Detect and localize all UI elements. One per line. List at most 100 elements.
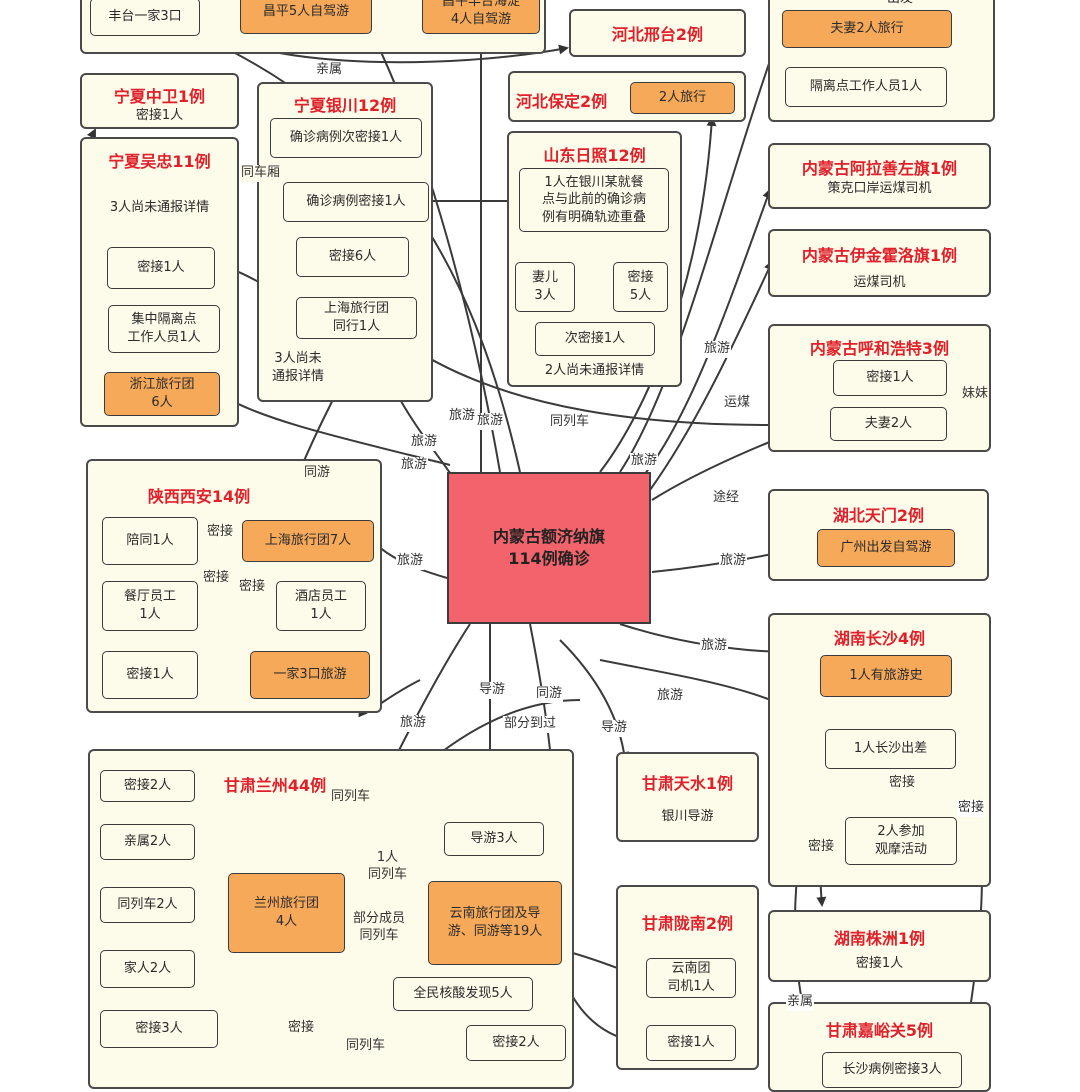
- label-lvyou-6: 旅游: [630, 453, 659, 470]
- title-gs-lanzhou: 甘肃兰州44例: [223, 776, 327, 795]
- node-quarantine-worker: 隔离点工作人员1人: [785, 67, 947, 107]
- node-tour-guide-3: 导游3人: [444, 822, 544, 856]
- node-changsha-contact-3: 长沙病例密接3人: [822, 1052, 962, 1088]
- node-fengtai-family: 丰台一家3口: [90, 0, 200, 36]
- label-lvyou-7: 旅游: [396, 553, 425, 570]
- node-miejie-6: 密接6人: [296, 237, 409, 277]
- text-wuzhong-pending: 3人尚未通报详情: [109, 200, 210, 215]
- label-xian-miejie-3: 密接: [238, 579, 267, 596]
- label-daoyou-1: 导游: [478, 682, 507, 699]
- group-nmg-yijinhuoluo: [768, 229, 991, 297]
- node-quarantine-staff: 集中隔离点 工作人员1人: [108, 305, 220, 353]
- label-bufen: 部分到过: [503, 716, 558, 733]
- label-lvyou-9: 旅游: [700, 638, 729, 655]
- title-nx-yinchuan: 宁夏银川12例: [293, 96, 397, 115]
- center-node-ejina: 内蒙古额济纳旗 114例确诊: [447, 472, 651, 624]
- label-yunmei: 运煤: [723, 395, 752, 412]
- node-huhe-couple: 夫妻2人: [830, 407, 947, 441]
- node-close-contact: 确诊病例密接1人: [283, 182, 429, 222]
- label-tonglieche-1: 同列车: [549, 414, 591, 431]
- node-hotel-staff: 酒店员工 1人: [276, 581, 366, 631]
- node-huhe-miejie: 密接1人: [833, 360, 947, 396]
- node-longnan-miejie: 密接1人: [646, 1025, 736, 1061]
- title-nx-zhongwei: 宁夏中卫1例: [113, 87, 206, 106]
- label-lvyou-2: 旅游: [476, 413, 505, 430]
- label-1-tonglieche: 1人 同列车: [367, 850, 409, 884]
- node-secondary-1: 次密接1人: [535, 322, 655, 356]
- node-zhejiang-tour: 浙江旅行团 6人: [104, 372, 220, 416]
- group-gs-tianshui: [616, 752, 759, 842]
- node-secondary-contact: 确诊病例次密接1人: [270, 118, 422, 158]
- node-lz-family: 家人2人: [100, 950, 195, 988]
- node-travel-history: 1人有旅游史: [820, 655, 952, 697]
- label-tujing: 途经: [712, 490, 741, 507]
- node-shanghai-tour-7: 上海旅行团7人: [242, 520, 374, 562]
- label-lz-tonglieche: 同列车: [345, 1038, 387, 1055]
- label-lvyou-5: 旅游: [703, 341, 732, 358]
- label-lz-miejie-a: 密接: [287, 1020, 316, 1037]
- label-tonglieche-2: 同列车: [330, 789, 372, 806]
- node-xian-miejie: 密接1人: [102, 651, 198, 699]
- group-hn-zhuzhou: [768, 910, 991, 982]
- title-nmg-yijinhuoluo: 内蒙古伊金霍洛旗1例: [801, 246, 958, 265]
- node-family-tour: 一家3口旅游: [250, 651, 370, 699]
- label-lvyou-1: 旅游: [448, 408, 477, 425]
- title-hebei-xingtai: 河北邢台2例: [611, 25, 704, 44]
- text-yinchuan-pending: 3人尚未 通报详情: [271, 351, 324, 385]
- node-changsha-business: 1人长沙出差: [825, 729, 956, 769]
- label-changsha-miejie-3: 密接: [957, 800, 986, 817]
- node-observe-activity: 2人参加 观摩活动: [845, 817, 957, 865]
- text-zhongwei-miejie: 密接1人: [135, 108, 184, 123]
- node-guangzhou-drive: 广州出发自驾游: [817, 529, 955, 567]
- label-tongchexiang: 同车厢: [240, 165, 282, 182]
- label-qinshu: 亲属: [315, 62, 344, 79]
- text-yinchuan-guide: 银川导游: [661, 809, 714, 824]
- group-hebei-xingtai: [569, 9, 746, 57]
- title-hebei-baoding: 河北保定2例: [516, 92, 608, 111]
- label-xian-miejie-2: 密接: [202, 570, 231, 587]
- node-companion: 陪同1人: [102, 517, 198, 565]
- node-wuzhong-miejie: 密接1人: [107, 247, 215, 289]
- edge-center-to-zhejiang: [220, 393, 451, 466]
- label-daoyou-2: 导游: [600, 720, 629, 737]
- label-sister: 妹妹: [961, 386, 990, 403]
- group-nmg-alashan: [768, 143, 991, 209]
- title-nmg-huhehaote: 内蒙古呼和浩特3例: [809, 339, 950, 358]
- text-zhuzhou-miejie: 密接1人: [855, 956, 904, 971]
- title-nx-wuzhong: 宁夏吴忠11例: [108, 152, 211, 171]
- title-gs-jiayuguan: 甘肃嘉峪关5例: [825, 1021, 934, 1040]
- node-yunnan-driver: 云南团 司机1人: [646, 958, 736, 998]
- node-lz-miejie-3: 密接3人: [100, 1010, 218, 1048]
- text-rizhao-pending: 2人尚未通报详情: [544, 363, 645, 378]
- title-hn-zhuzhou: 湖南株洲1例: [833, 929, 926, 948]
- text-coal-driver: 运煤司机: [853, 275, 906, 290]
- node-lz-miejie-2: 密接2人: [100, 770, 195, 802]
- title-sd-rizhao: 山东日照12例: [543, 146, 646, 165]
- text-departure: 出发: [880, 0, 920, 8]
- label-tongyou-2: 同游: [535, 686, 564, 703]
- title-gs-tianshui: 甘肃天水1例: [641, 774, 734, 793]
- label-jiayuguan-qinshu: 亲属: [786, 994, 815, 1011]
- label-tongyou-1: 同游: [303, 465, 332, 482]
- label-lvyou-4: 旅游: [400, 457, 429, 474]
- label-changsha-miejie-1: 密接: [888, 775, 917, 792]
- label-lvyou-3: 旅游: [410, 434, 439, 451]
- node-yunnan-tour: 云南旅行团及导 游、同游等19人: [428, 881, 562, 965]
- label-changsha-miejie-2: 密接: [807, 839, 836, 856]
- node-changping-fengtai-haidian: 昌平丰台海淀 4人自驾游: [422, 0, 540, 34]
- node-wife-child: 妻儿 3人: [515, 262, 575, 312]
- title-gs-longnan: 甘肃陇南2例: [641, 914, 734, 933]
- node-miejie-5: 密接 5人: [613, 262, 668, 312]
- node-lz-miejie-2b: 密接2人: [466, 1025, 566, 1061]
- edge-to-tianshui: [559, 639, 629, 762]
- node-changping-drive: 昌平5人自驾游: [240, 0, 372, 34]
- label-lvyou-10: 旅游: [656, 688, 685, 705]
- node-rizhao-overlap: 1人在银川某就餐 点与此前的确诊病 例有明确轨迹重叠: [519, 168, 669, 232]
- label-xian-miejie-1: 密接: [206, 524, 235, 541]
- title-nmg-alashan: 内蒙古阿拉善左旗1例: [801, 159, 958, 178]
- title-sx-xian: 陕西西安14例: [147, 487, 251, 506]
- node-quanmin-test: 全民核酸发现5人: [393, 977, 533, 1011]
- label-lvyou-11: 旅游: [399, 715, 428, 732]
- node-baoding-travel: 2人旅行: [630, 82, 735, 114]
